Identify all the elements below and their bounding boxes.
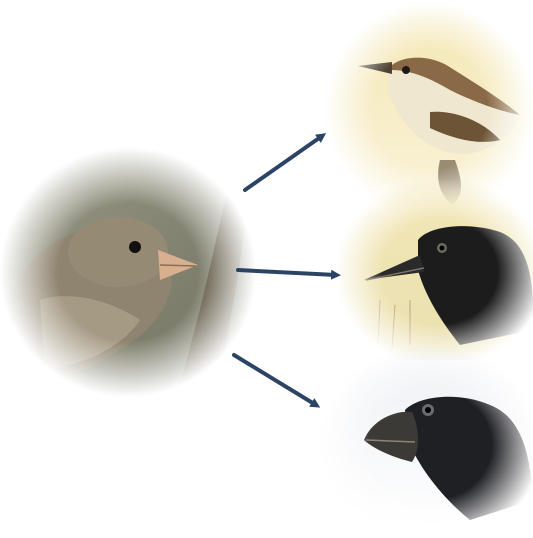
ancestral-finch-photo — [0, 140, 260, 405]
sharp-beaked-ground-finch-illustration — [335, 180, 533, 360]
large-ground-finch-illustration — [320, 345, 533, 538]
